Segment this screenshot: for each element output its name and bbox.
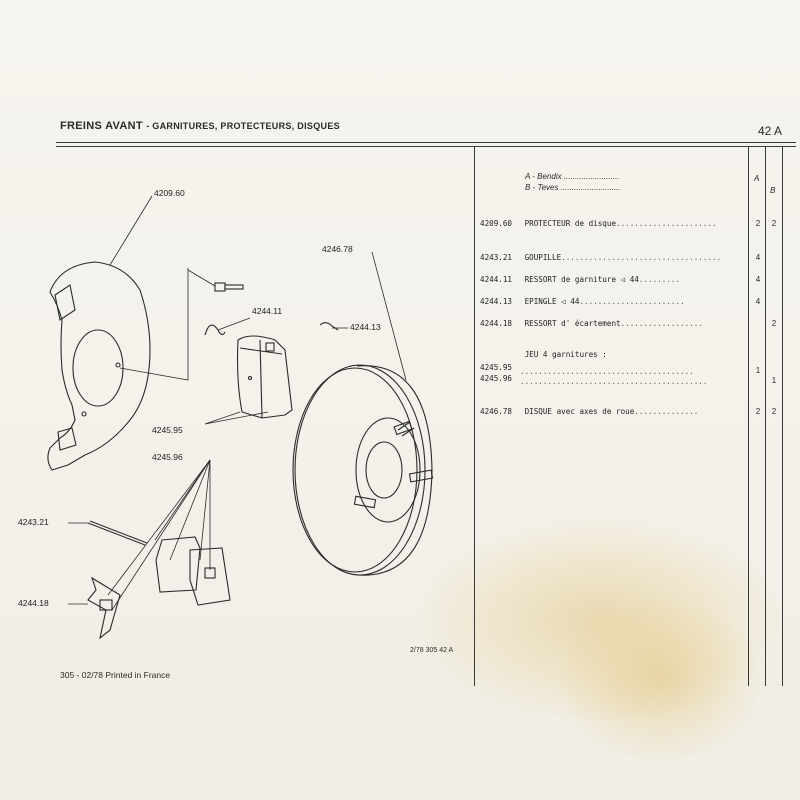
title-main: FREINS AVANT <box>60 120 143 132</box>
callout-4244-18: 4244.18 <box>18 598 49 608</box>
column-divider <box>474 146 475 686</box>
pad-bendix-drawing <box>236 335 293 419</box>
reference-arrow-icon: ◁ <box>561 297 566 306</box>
part-row-4209-60: 4209.60 PROTECTEUR de disque............… <box>480 219 717 228</box>
part-row-4245-95-dots: ...................................... <box>520 367 694 376</box>
part-row-4245-96-dots: ........................................… <box>520 377 708 386</box>
legend-dots: ......................... <box>561 172 620 181</box>
column-end-divider <box>782 146 783 686</box>
part-row-4246-78: 4246.78 DISQUE avec axes de roue........… <box>480 407 699 416</box>
disc-drawing <box>292 364 434 576</box>
qty-b: 4 <box>755 253 761 262</box>
bolt-drawing <box>214 282 244 292</box>
expander-spring-drawing <box>87 576 121 640</box>
legend-dots: ........................... <box>558 183 621 192</box>
header-rule <box>56 142 796 143</box>
title-sub: - GARNITURES, PROTECTEURS, DISQUES <box>146 121 340 131</box>
drawing-code: 2/78 305 42 A <box>410 647 454 654</box>
part-row-4244-11: 4244.11 RESSORT de garniture ◁ 44.......… <box>480 275 681 284</box>
header-rule-2 <box>56 146 796 147</box>
qty-b: 1 <box>771 376 777 385</box>
qty-a: 1 <box>755 366 761 375</box>
page-title: FREINS AVANT - GARNITURES, PROTECTEURS, … <box>60 120 340 132</box>
part-row-4245-96: 4245.96 <box>480 374 513 383</box>
callout-4245-96: 4245.96 <box>152 452 183 462</box>
qty-b: 2 <box>771 319 777 328</box>
part-row-4243-21: 4243.21 GOUPILLE........................… <box>480 253 722 262</box>
legend-a: A - Bendix ......................... <box>525 172 620 181</box>
callout-4245-95: 4245.95 <box>152 425 183 435</box>
disc-shield-drawing <box>47 261 151 471</box>
qty-a: 4 <box>755 297 761 306</box>
part-row-4245-95: 4245.95 <box>480 363 513 372</box>
page-reference: 42 A <box>757 124 782 138</box>
column-a-header: A <box>754 174 760 183</box>
callout-4209-60: 4209.60 <box>154 188 185 198</box>
qty-b: 2 <box>771 407 777 416</box>
leader-lines <box>68 195 407 611</box>
pad-teves-drawing <box>155 536 231 606</box>
part-row-4244-13: 4244.13 EPINGLE ◁ 44....................… <box>480 297 685 306</box>
qty-b: 2 <box>771 219 777 228</box>
qty-a: 4 <box>755 275 761 284</box>
exploded-brake-diagram <box>47 195 434 640</box>
callout-4244-11: 4244.11 <box>252 306 283 316</box>
spring-clip-drawing <box>204 322 339 336</box>
callout-4246-78: 4246.78 <box>322 244 353 254</box>
reference-arrow-icon: ◁ <box>620 275 626 284</box>
callout-4244-13: 4244.13 <box>350 322 381 332</box>
paper-stain <box>420 520 780 720</box>
pin-drawing <box>87 520 148 546</box>
part-row-4244-18: 4244.18 RESSORT d' écartement...........… <box>480 319 703 328</box>
column-b-divider <box>765 146 766 686</box>
legend-b: B - Teves ........................... <box>525 183 621 192</box>
qty-a: 2 <box>755 219 761 228</box>
column-b-header: B <box>770 186 776 195</box>
qty-a: 2 <box>755 407 761 416</box>
paper-stain <box>560 600 760 760</box>
column-a-divider <box>748 146 749 686</box>
part-row-jeu: JEU 4 garnitures : <box>524 350 607 359</box>
callout-4243-21: 4243.21 <box>18 517 49 527</box>
page-footer: 305 - 02/78 Printed in France <box>60 670 171 680</box>
